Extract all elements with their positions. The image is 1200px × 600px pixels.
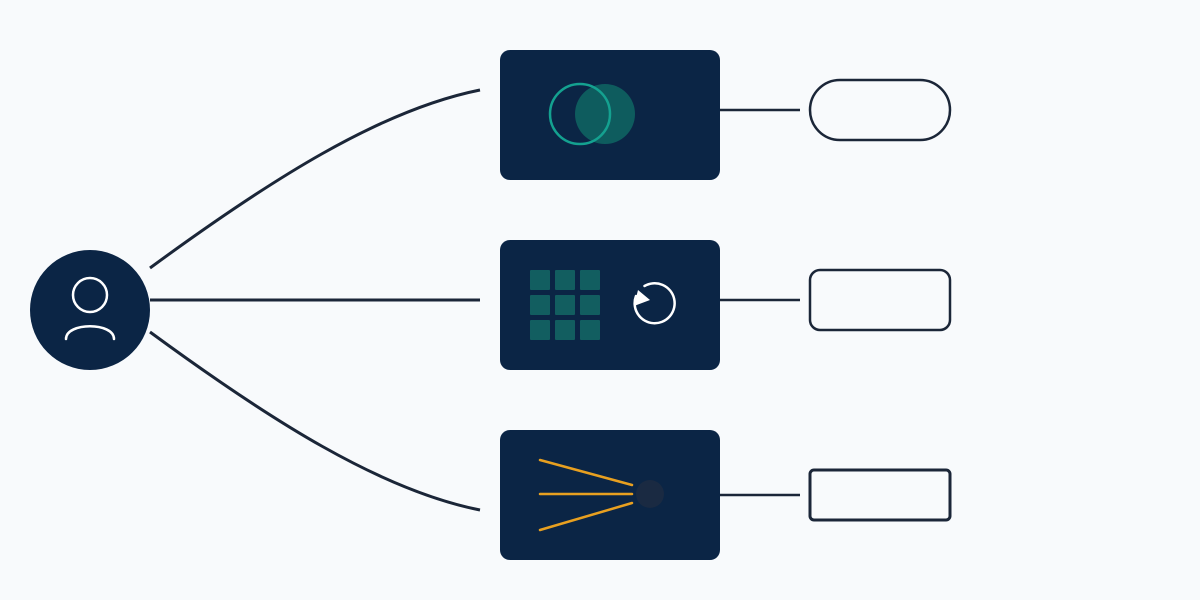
user-node[interactable] xyxy=(30,250,150,370)
grid-icon xyxy=(530,270,600,340)
output-rectangle[interactable] xyxy=(808,468,952,522)
node-beam[interactable] xyxy=(500,430,720,560)
overlapping-circles-icon xyxy=(548,82,635,146)
converging-lines-icon xyxy=(538,458,634,532)
user-icon xyxy=(64,276,116,341)
node-overlap[interactable] xyxy=(500,50,720,180)
connector-user-to-top-node xyxy=(149,88,481,270)
node-grid[interactable] xyxy=(500,240,720,370)
focus-dot xyxy=(636,480,664,508)
refresh-icon xyxy=(633,281,676,325)
connector-user-to-bottom-node xyxy=(149,330,481,512)
output-rounded-rectangle[interactable] xyxy=(808,268,952,332)
output-pill[interactable] xyxy=(808,78,952,142)
